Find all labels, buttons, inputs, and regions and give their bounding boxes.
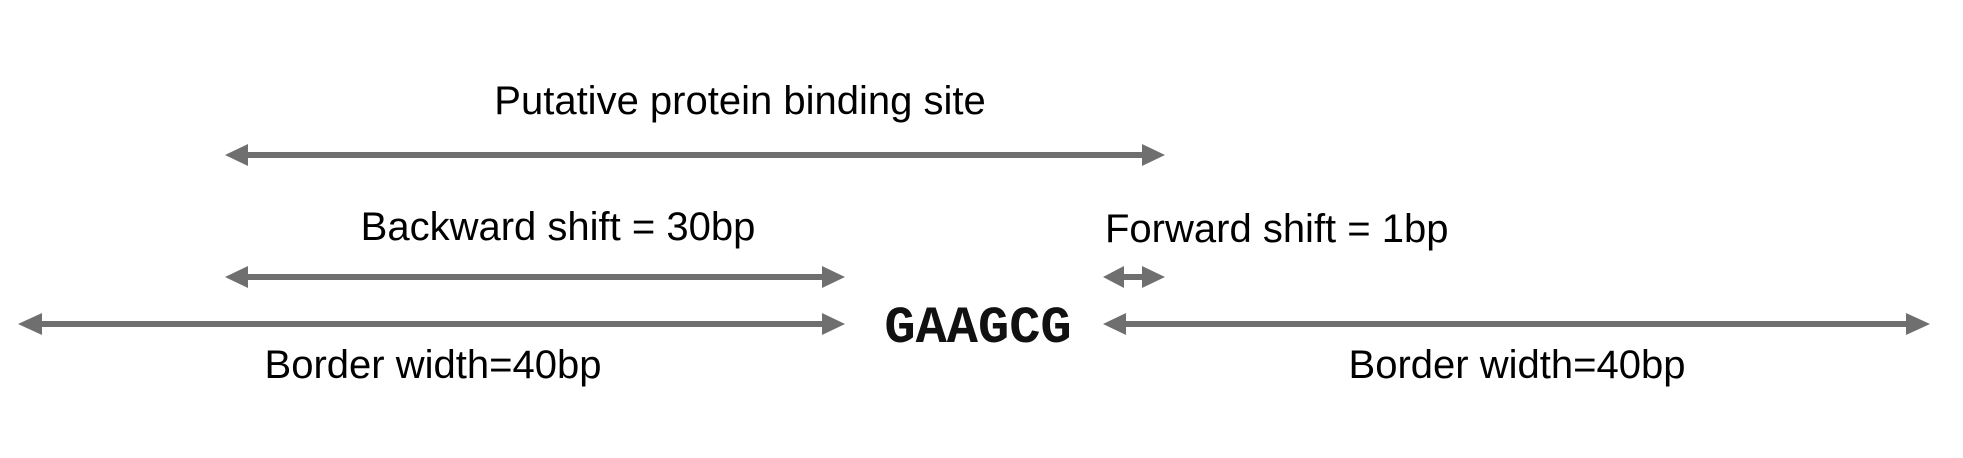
motif-sequence: GAAGCG	[884, 299, 1071, 358]
forward-shift-arrow	[1103, 266, 1165, 288]
right-border-label: Border width=40bp	[1349, 343, 1686, 387]
binding-site-label: Putative protein binding site	[494, 79, 985, 123]
backward-shift-label: Backward shift = 30bp	[361, 205, 756, 249]
left-border-arrow	[18, 313, 845, 335]
binding-site-arrow	[225, 144, 1165, 166]
left-border-label: Border width=40bp	[265, 343, 602, 387]
backward-shift-arrow	[225, 266, 845, 288]
forward-shift-label: Forward shift = 1bp	[1105, 207, 1449, 251]
right-border-arrow	[1103, 313, 1930, 335]
